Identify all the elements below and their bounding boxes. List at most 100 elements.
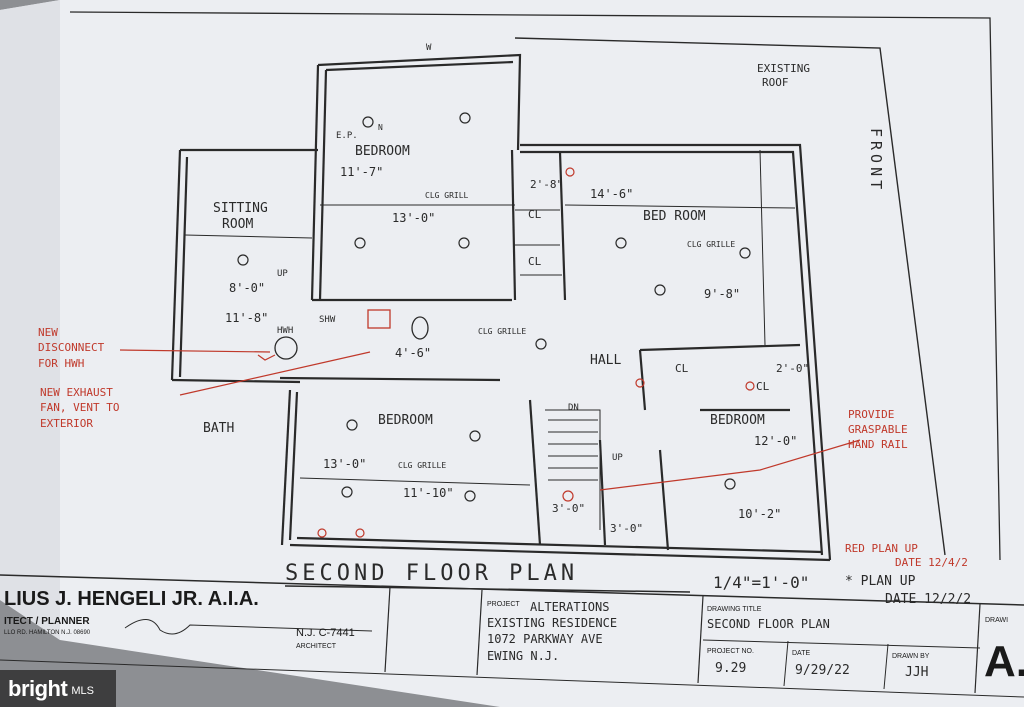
annotation-exhaust-2: FAN, VENT TO xyxy=(40,401,119,414)
room-dims2-bedroom-4: 10'-2" xyxy=(738,507,781,521)
red-fixtures xyxy=(317,167,755,538)
project-line-3: 1072 PARKWAY AVE xyxy=(487,632,603,646)
smoke-detector-icon xyxy=(565,167,575,177)
dim-label: 2'-0" xyxy=(776,362,809,375)
plan-title: SECOND FLOOR PLAN xyxy=(285,561,578,586)
project-label: PROJECT xyxy=(487,601,520,608)
ceiling-light-icon xyxy=(535,338,547,350)
drawn-by-value: JJH xyxy=(905,665,928,680)
ceiling-light-icon xyxy=(654,284,666,296)
annotation-exhaust-3: EXTERIOR xyxy=(40,417,93,430)
room-label-sitting-2: ROOM xyxy=(222,217,253,232)
annotation-exhaust-1: NEW EXHAUST xyxy=(40,386,113,399)
drawing-title-label: DRAWING TITLE xyxy=(707,606,762,613)
annotation-rail-3: HAND RAIL xyxy=(848,438,908,451)
grille-label: CLG GRILLE xyxy=(398,461,446,470)
window-label: W xyxy=(426,43,432,53)
room-dims2-bedroom-3: 11'-10" xyxy=(403,486,454,500)
project-no-label: PROJECT NO. xyxy=(707,648,754,655)
room-dims2-sitting: 11'-8" xyxy=(225,311,268,325)
plan-update-line2: DATE 12/2/2 xyxy=(885,592,971,607)
room-label-bath: BATH xyxy=(203,421,234,436)
stair-up-label: UP xyxy=(612,453,623,463)
room-label-bedroom-3: BEDROOM xyxy=(378,413,433,428)
walls xyxy=(170,53,832,562)
hwh-label: HWH xyxy=(277,326,293,336)
ceiling-light-icon xyxy=(459,112,471,124)
smoke-detector-icon xyxy=(635,378,645,388)
ceiling-light-icon xyxy=(354,237,366,249)
room-label-bedroom-4: BEDROOM xyxy=(710,413,765,428)
brightmls-watermark: bright MLS xyxy=(0,670,116,707)
smoke-detector-icon xyxy=(317,528,327,538)
ceiling-light-icon xyxy=(464,490,476,502)
roof-outline xyxy=(514,37,946,556)
annotation-red-plan-1: RED PLAN UP xyxy=(845,542,918,555)
project-line-1: ALTERATIONS xyxy=(530,600,609,614)
closet-label: CL xyxy=(528,208,542,221)
annotation-new-disconnect-3: FOR HWH xyxy=(38,357,84,370)
ceiling-light-icon xyxy=(724,478,736,490)
ceiling-light-icon xyxy=(458,237,470,249)
dim-label: 2'-8" xyxy=(530,178,563,191)
drawing-no-label: DRAWI xyxy=(985,617,1008,624)
ceiling-light-icon xyxy=(341,486,353,498)
closet-label: CL xyxy=(675,362,689,375)
ceiling-light-icon xyxy=(237,254,249,266)
north-label: N xyxy=(378,123,383,132)
room-dims2-bedroom-1: 13'-0" xyxy=(392,211,435,225)
stair-dn-label: DN xyxy=(568,403,579,413)
stair-up-label: UP xyxy=(277,269,288,279)
shower-label: SHW xyxy=(319,315,336,325)
architect-license-sub: ARCHITECT xyxy=(296,643,337,650)
architect-signature xyxy=(124,619,373,635)
new-light-icon xyxy=(562,490,574,502)
sink-icon xyxy=(367,309,391,329)
drawing-no: A. xyxy=(984,637,1024,686)
plan-scale: 1/4"=1'-0" xyxy=(713,573,809,592)
paper-fold-shade xyxy=(0,0,60,640)
annotation-red-plan-2: DATE 12/4/2 xyxy=(895,556,968,569)
room-dims-bedroom-1: 11'-7" xyxy=(340,165,383,179)
front-label: FRONT xyxy=(867,128,885,193)
room-dims-sitting: 8'-0" xyxy=(229,281,265,295)
ceiling-light-icon xyxy=(615,237,627,249)
project-line-4: EWING N.J. xyxy=(487,649,559,663)
drawing-title: SECOND FLOOR PLAN xyxy=(707,617,830,631)
annotation-rail-1: PROVIDE xyxy=(848,408,894,421)
annotation-rail-2: GRASPABLE xyxy=(848,423,908,436)
dimension-lines xyxy=(184,149,796,530)
brightmls-logo: bright xyxy=(8,675,68,701)
annotation-leaders xyxy=(119,349,861,491)
date-value: 9/29/22 xyxy=(795,663,850,678)
project-no: 9.29 xyxy=(715,661,746,676)
architect-title: ITECT / PLANNER xyxy=(4,616,90,627)
drawn-by-label: DRAWN BY xyxy=(892,653,930,660)
dim-label: 3'-0" xyxy=(610,522,643,535)
room-dims-bedroom-3: 13'-0" xyxy=(323,457,366,471)
ceiling-light-icon xyxy=(362,116,374,128)
title-block: LIUS J. HENGELI JR. A.I.A. ITECT / PLANN… xyxy=(0,574,1024,698)
closet-label: CL xyxy=(756,380,770,393)
architect-address: LLO RD. HAMILTON N.J. 08690 xyxy=(4,630,91,636)
room-dims-bedroom-2: 14'-6" xyxy=(590,187,633,201)
existing-roof-line1: EXISTING xyxy=(757,62,810,75)
ceiling-light-icon xyxy=(739,247,751,259)
ceiling-light-icon xyxy=(469,430,481,442)
room-label-sitting-1: SITTING xyxy=(213,201,268,216)
closet-label: CL xyxy=(528,255,542,268)
architect-name: LIUS J. HENGELI JR. A.I.A. xyxy=(4,588,259,610)
smoke-detector-icon xyxy=(745,381,755,391)
toilet-icon xyxy=(411,316,429,340)
room-dims-bedroom-4: 12'-0" xyxy=(754,434,797,448)
grille-label: CLG GRILL xyxy=(425,191,469,200)
smoke-detector-icon xyxy=(355,528,365,538)
architect-license: N.J. C-7441 xyxy=(296,627,355,639)
dim-label: 3'-0" xyxy=(552,502,585,515)
room-label-bedroom-2: BED ROOM xyxy=(643,209,706,224)
existing-roof-line2: ROOF xyxy=(762,76,789,89)
water-heater-icon xyxy=(274,336,298,360)
grille-label: CLG GRILLE xyxy=(478,327,526,336)
date-label: DATE xyxy=(792,650,810,657)
